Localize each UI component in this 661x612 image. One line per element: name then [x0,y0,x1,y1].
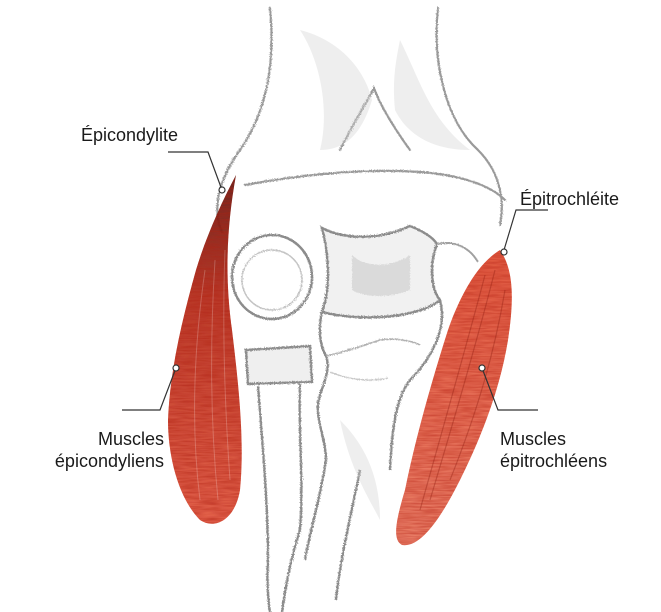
dot-epicondylite [219,187,225,193]
dot-muscles-epicondyliens [173,365,179,371]
muscles-epicondyliens-shape [168,175,242,524]
label-epitrochleite: Épitrochléite [520,188,619,210]
label-muscles-epicondyliens-line2: épicondyliens [10,450,164,472]
radius-bone [246,346,312,612]
label-muscles-epicondyliens: Muscles épicondyliens [10,428,164,472]
label-muscles-epitrochleens: Muscles épitrochléens [500,428,607,472]
dot-muscles-epitrochleens [479,365,485,371]
trochlea [322,226,478,317]
label-muscles-epicondyliens-line1: Muscles [10,428,164,450]
label-epicondylite: Épicondylite [81,124,178,146]
label-muscles-epitrochleens-line2: épitrochléens [500,450,607,472]
capitulum [232,235,312,319]
label-muscles-epitrochleens-line1: Muscles [500,428,607,450]
dot-epitrochleite [501,249,507,255]
